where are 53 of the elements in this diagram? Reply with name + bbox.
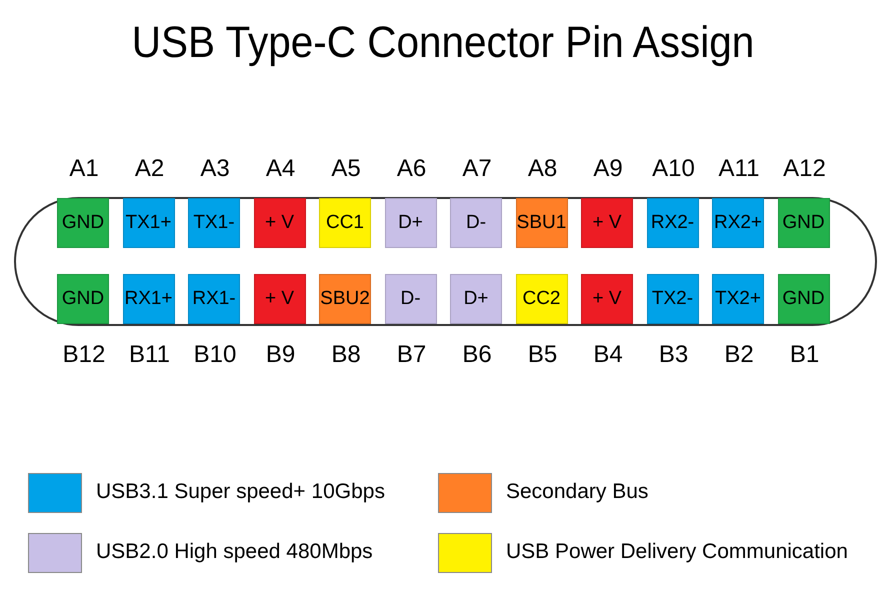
- pin-number: A2: [134, 155, 166, 183]
- pin-number: A4: [264, 155, 296, 183]
- pin-number: B8: [330, 341, 362, 369]
- pin-number: A8: [526, 155, 558, 183]
- pin-number: B4: [592, 341, 624, 369]
- pin-label: CC1: [326, 212, 364, 234]
- pin-label: GND: [62, 212, 104, 234]
- legend-label: Secondary Bus: [506, 480, 648, 504]
- pin-number: A11: [718, 155, 760, 183]
- pin-label: TX2+: [715, 288, 761, 310]
- pin-label: D+: [398, 212, 423, 234]
- pin-label: RX2-: [650, 212, 694, 234]
- pin-label: + V: [592, 288, 622, 310]
- pin-label: D-: [400, 288, 421, 310]
- pin-number: B2: [723, 341, 755, 369]
- legend-label: USB Power Delivery Communication: [506, 540, 848, 564]
- legend-label: USB2.0 High speed 480Mbps: [96, 540, 373, 564]
- pin-number: A5: [330, 155, 362, 183]
- pin-label: D-: [466, 212, 486, 234]
- pin-label: D+: [464, 288, 488, 310]
- pin-label: GND: [62, 288, 104, 310]
- pin-number: A6: [396, 155, 428, 183]
- pin-number: B10: [192, 341, 238, 369]
- pin-number: A12: [782, 155, 827, 183]
- pin-label: SBU2: [320, 288, 370, 310]
- pin-label: GND: [782, 212, 825, 234]
- pin-label: RX1+: [124, 288, 173, 310]
- pin-label: RX1-: [192, 288, 236, 310]
- pin-number: B3: [658, 341, 690, 369]
- pin-label: CC2: [522, 288, 560, 310]
- pin-label: RX2+: [714, 212, 762, 234]
- pin-label: + V: [264, 288, 294, 310]
- pin-number: A3: [199, 155, 231, 183]
- pin-number: B5: [526, 341, 558, 369]
- pin-label: + V: [592, 212, 622, 234]
- pin-number: A7: [461, 155, 493, 183]
- pin-number: B12: [62, 341, 106, 369]
- pin-number: B1: [788, 341, 820, 369]
- legend-label: USB3.1 Super speed+ 10Gbps: [96, 480, 385, 504]
- pin-number: B9: [264, 341, 296, 369]
- pin-label: TX1+: [126, 212, 172, 234]
- pin-label: TX1-: [193, 212, 235, 234]
- pin-label: GND: [782, 288, 825, 310]
- pin-number: B6: [461, 341, 493, 369]
- title: USB Type-C Connector Pin Assign: [130, 18, 756, 68]
- pin-number: B7: [396, 341, 428, 369]
- pin-number: B11: [128, 341, 171, 369]
- pin-label: SBU1: [516, 212, 566, 234]
- pin-number: A10: [651, 155, 696, 183]
- pin-number: A1: [68, 155, 100, 183]
- pin-number: A9: [592, 155, 624, 183]
- pin-label: TX2-: [652, 288, 694, 310]
- pin-label: + V: [264, 212, 294, 234]
